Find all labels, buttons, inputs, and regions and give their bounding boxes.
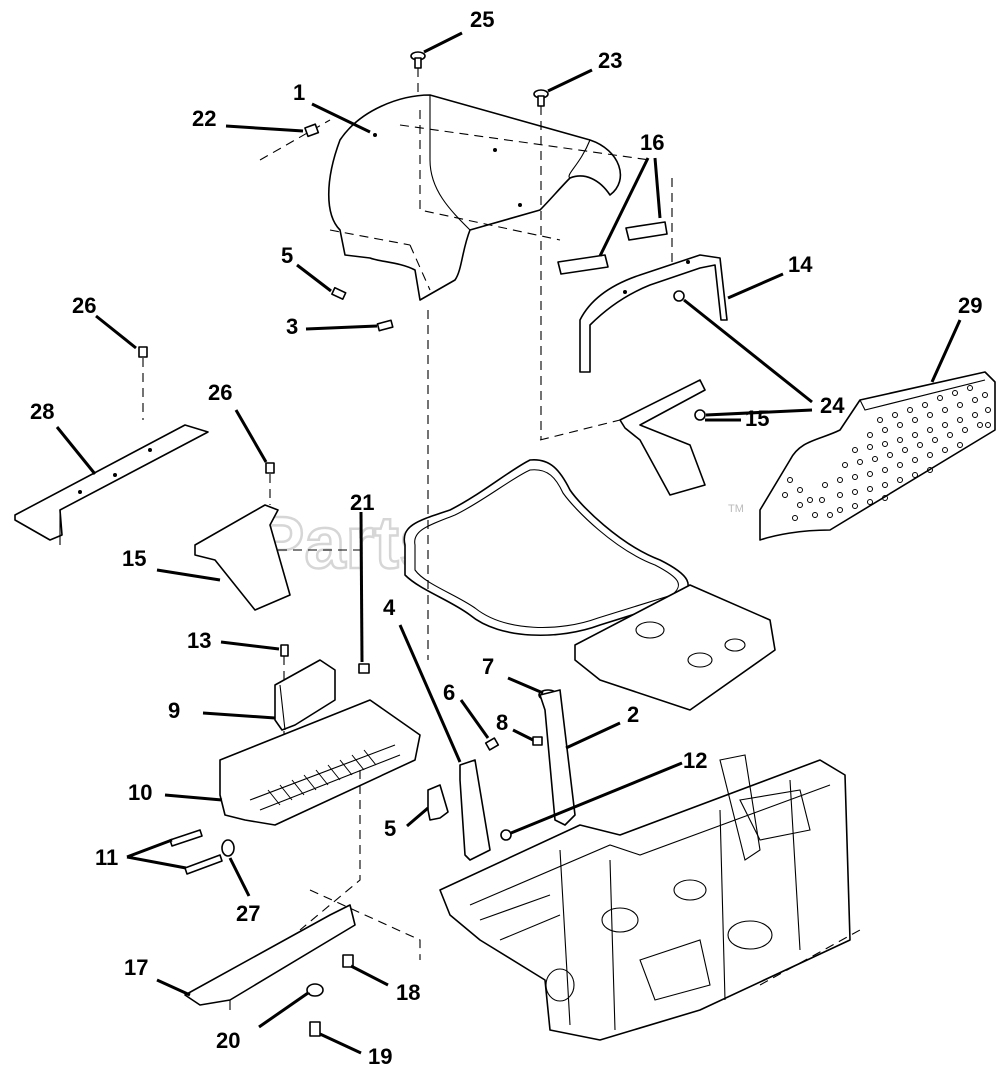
label-21: 21 [350, 490, 374, 515]
part-5-bolt-upper[interactable] [331, 286, 347, 300]
part-14-bracket[interactable] [579, 254, 728, 373]
part-2-bracket[interactable] [539, 689, 576, 826]
label-17: 17 [124, 955, 148, 980]
label-13: 13 [187, 628, 211, 653]
part-24-nuts[interactable] [673, 290, 706, 421]
part-25-bolt[interactable] [410, 51, 426, 98]
part-13-screw[interactable] [280, 644, 289, 740]
leader-lines [55, 31, 962, 1055]
part-1-fender[interactable] [259, 94, 651, 301]
label-22: 22 [192, 106, 216, 131]
part-27-washer[interactable] [221, 839, 235, 857]
chassis-frame [439, 754, 861, 1041]
part-5-clip-lower[interactable] [427, 784, 449, 821]
part-6-bolt[interactable] [484, 737, 500, 751]
label-11: 11 [95, 845, 118, 870]
trademark-text: TM [728, 503, 744, 515]
label-6: 6 [443, 680, 455, 705]
part-15-bracket-right[interactable] [539, 379, 706, 496]
label-26-lower: 26 [208, 380, 232, 405]
part-18-screw[interactable] [342, 954, 354, 968]
callout-labels: 25 23 1 22 16 5 14 3 29 26 24 28 26 15 2… [30, 7, 982, 1069]
label-7: 7 [482, 654, 494, 679]
label-15-right: 15 [745, 406, 769, 431]
part-28-plate[interactable] [14, 424, 209, 545]
part-9-bracket[interactable] [274, 659, 336, 731]
label-25: 25 [470, 7, 494, 32]
label-26-upper: 26 [72, 293, 96, 318]
label-19: 19 [368, 1044, 392, 1069]
part-26-bolt-upper[interactable] [138, 346, 148, 420]
part-23-bolt[interactable] [533, 89, 549, 440]
label-14: 14 [788, 252, 813, 277]
label-28: 28 [30, 399, 54, 424]
label-9: 9 [168, 698, 180, 723]
label-15-left: 15 [122, 546, 146, 571]
label-23: 23 [598, 48, 622, 73]
label-5-upper: 5 [281, 243, 293, 268]
label-5-lower: 5 [384, 816, 396, 841]
label-29: 29 [958, 293, 982, 318]
seat-frame [403, 310, 776, 711]
label-2: 2 [627, 702, 639, 727]
part-4-bracket[interactable] [459, 759, 491, 861]
label-12: 12 [683, 748, 707, 773]
label-16: 16 [640, 130, 664, 155]
part-10-frame[interactable] [219, 699, 421, 931]
label-10: 10 [128, 780, 152, 805]
part-16-pads[interactable] [557, 178, 673, 275]
part-22-nut[interactable] [304, 123, 320, 138]
part-19-screw[interactable] [309, 1021, 321, 1037]
label-27: 27 [236, 901, 260, 926]
label-24: 24 [820, 393, 845, 418]
part-15-bracket-left[interactable] [194, 504, 360, 611]
part-12-nut[interactable] [500, 829, 512, 841]
part-11-bolts[interactable] [169, 829, 223, 875]
part-29-panel[interactable] [759, 371, 996, 541]
label-3: 3 [286, 314, 298, 339]
label-18: 18 [396, 980, 420, 1005]
label-4: 4 [383, 595, 396, 620]
label-1: 1 [293, 80, 305, 105]
label-20: 20 [216, 1028, 240, 1053]
part-26-bolt-lower[interactable] [265, 462, 275, 505]
part-8-nut[interactable] [532, 736, 543, 746]
part-3-screw[interactable] [376, 319, 394, 332]
part-17-bracket[interactable] [184, 889, 421, 1010]
label-8: 8 [496, 710, 508, 735]
